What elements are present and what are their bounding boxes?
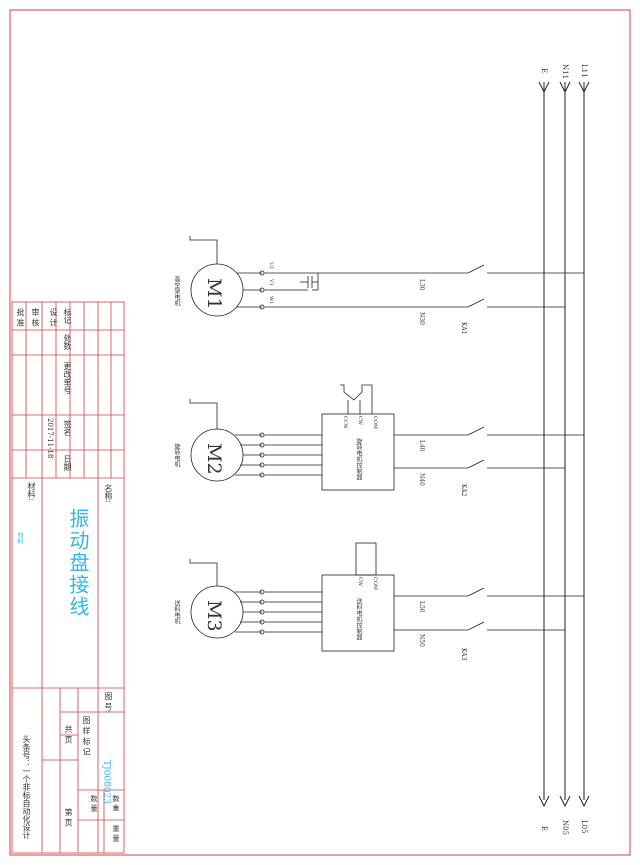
m3-pin-com: COM — [372, 577, 378, 591]
rail-label-top-n: N11 — [561, 64, 569, 80]
rail-label-top-l: L11 — [580, 64, 588, 78]
m2-pin-ccw: CCW — [342, 416, 348, 429]
rail-label-bottom-n: N05 — [561, 820, 569, 836]
tb-sign: 签名 — [63, 420, 72, 436]
branch-m2 — [189, 384, 584, 491]
tb-mark: 标记 — [63, 308, 72, 324]
m3-controller-label: 送料电机控制器 — [355, 598, 362, 640]
motor-m1-label: M1 — [203, 278, 225, 310]
motor-m2-caption: 旋转电机 — [173, 443, 180, 467]
tb-date-value: 2017-11-18 — [46, 418, 54, 459]
m2-pin-cw: CW — [357, 416, 363, 425]
drawing-title: 振动盘接线 — [66, 508, 90, 618]
m2-ground — [189, 399, 218, 429]
tb-sheets-label: 共 页 — [64, 725, 73, 744]
tb-count: 处数 — [63, 334, 72, 350]
m2-controller-label: 旋转电机控制器 — [355, 438, 362, 480]
m1-wire-n: N30 — [418, 312, 425, 325]
tb-sheet-label: 第 页 — [64, 808, 73, 827]
m3-pin-cw: CW — [357, 577, 363, 586]
m2-pin-com: COM — [372, 416, 378, 430]
tb-stage-label: 图 样 标 记 — [82, 716, 91, 756]
m2-wire-n: N40 — [418, 473, 425, 486]
tb-name-label: 名称: — [104, 484, 113, 503]
rail-label-bottom-l: L05 — [580, 820, 588, 834]
tb-drawing-no: TJ008023 — [101, 760, 111, 804]
m2-wire-l: L40 — [418, 440, 425, 452]
rail-label-bottom-e: E — [540, 826, 548, 832]
tb-review: 审 核 — [31, 308, 40, 327]
drawing-border — [9, 9, 631, 856]
tb-drawing-no-label: 图 号: — [104, 692, 113, 714]
tb-change-no: 更改单号 — [63, 362, 72, 394]
tb-footer: 头条号：一个非标自动化设计 — [22, 735, 31, 839]
tb-scale-label: 重 量 — [112, 825, 120, 842]
rail-label-top-e: E — [540, 68, 548, 74]
motor-m1-caption: 高空架电机 — [173, 276, 180, 306]
contactor-ka3-label: KA3 — [460, 648, 467, 661]
m1-wire-l: L30 — [418, 279, 425, 291]
branch-m1 — [189, 236, 584, 317]
tb-material-label: 材料: — [27, 482, 36, 501]
motor-m3-label: M3 — [203, 600, 225, 632]
branch-m3 — [189, 542, 584, 652]
m3-wire-n: N50 — [418, 634, 425, 647]
m1-terminal-v1: V1 — [268, 279, 274, 286]
tb-material-value: 材料 — [16, 532, 23, 544]
contactor-ka2-label: KA2 — [460, 484, 467, 497]
m3-wire-l: L50 — [418, 601, 425, 613]
tb-approve: 批 准 — [16, 308, 25, 327]
motor-m3-caption: 送料电机 — [173, 600, 180, 624]
power-rails — [538, 81, 590, 808]
motor-m2-label: M2 — [203, 443, 225, 475]
m2-controller-box — [321, 413, 395, 491]
title-block-grid — [11, 301, 125, 854]
tb-qty-label: 数 量 — [90, 795, 98, 812]
m3-ground — [189, 559, 218, 586]
m1-terminal-w1: W1 — [268, 296, 274, 305]
tb-date-label: 日期 — [63, 455, 72, 471]
tb-weight-label: 数 重 — [112, 795, 120, 812]
m1-terminal-u1: U1 — [268, 262, 274, 270]
contactor-ka1-label: KA1 — [460, 322, 467, 335]
m1-ground — [189, 236, 218, 264]
tb-design: 设 计 — [49, 308, 58, 327]
